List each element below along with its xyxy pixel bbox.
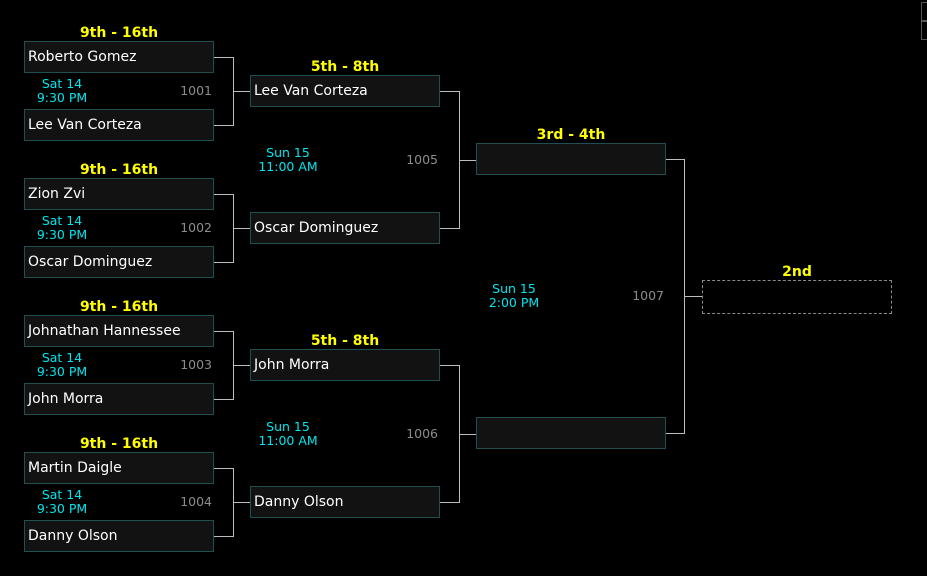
game-number: 1005 [406, 151, 438, 167]
player-slot[interactable]: Lee Van Corteza [24, 109, 214, 141]
connector-line [233, 228, 250, 229]
connector-line [666, 433, 684, 434]
match-day: Sun 15 [492, 281, 536, 296]
player-slot[interactable] [476, 417, 666, 449]
game-number: 1006 [406, 425, 438, 441]
connector-line [214, 194, 233, 195]
connector-line [214, 468, 233, 469]
player-slot[interactable]: John Morra [250, 349, 440, 381]
round-label: 5th - 8th [310, 333, 380, 349]
player-slot[interactable]: Zion Zvi [24, 178, 214, 210]
connector-line [214, 262, 233, 263]
final-label: 2nd [782, 264, 812, 280]
round-label: 9th - 16th [79, 162, 159, 178]
connector-line [440, 228, 459, 229]
match-day: Sat 14 [41, 487, 83, 502]
player-slot[interactable]: Danny Olson [250, 486, 440, 518]
game-number: 1001 [180, 83, 212, 98]
player-slot[interactable] [476, 143, 666, 175]
game-number: 1007 [632, 288, 664, 303]
round-label: 3rd - 4th [536, 127, 606, 143]
connector-line [214, 125, 233, 126]
game-number: 1002 [180, 220, 212, 235]
player-slot[interactable]: Johnathan Hannessee [24, 315, 214, 347]
game-number: 1004 [180, 494, 212, 509]
connector-line [214, 331, 233, 332]
match-day: Sat 14 [41, 350, 83, 365]
connector-line [233, 91, 250, 92]
connector-line [214, 57, 233, 58]
connector-line [440, 502, 459, 503]
connector-line [459, 433, 476, 435]
connector-line [440, 365, 459, 366]
connector-line [666, 159, 684, 160]
round-label: 9th - 16th [79, 299, 159, 315]
connector-line [233, 502, 250, 503]
connector-line [233, 365, 250, 366]
player-slot[interactable]: Oscar Dominguez [24, 246, 214, 278]
connector-line [214, 536, 233, 537]
player-slot[interactable]: John Morra [24, 383, 214, 415]
round-label: 9th - 16th [79, 25, 159, 41]
round-label: 9th - 16th [79, 436, 159, 452]
window-control-top[interactable] [921, 2, 927, 21]
match-time: 9:30 PM [36, 227, 88, 242]
match-time: 9:30 PM [36, 90, 88, 105]
match-time: 9:30 PM [36, 501, 88, 516]
player-slot[interactable]: Roberto Gomez [24, 41, 214, 73]
final-slot[interactable] [702, 280, 892, 314]
connector-line [459, 159, 476, 161]
match-time: 11:00 AM [258, 158, 318, 174]
match-time: 9:30 PM [36, 364, 88, 379]
match-day: Sat 14 [41, 76, 83, 91]
match-day: Sat 14 [41, 213, 83, 228]
window-control-bottom[interactable] [921, 21, 927, 40]
round-label: 5th - 8th [310, 59, 380, 75]
player-slot[interactable]: Oscar Dominguez [250, 212, 440, 244]
match-time: 2:00 PM [488, 295, 540, 310]
match-day: Sun 15 [266, 144, 310, 160]
connector-line [214, 399, 233, 400]
player-slot[interactable]: Martin Daigle [24, 452, 214, 484]
connector-line [440, 91, 459, 92]
connector-line [684, 296, 702, 297]
game-number: 1003 [180, 357, 212, 372]
player-slot[interactable]: Danny Olson [24, 520, 214, 552]
player-slot[interactable]: Lee Van Corteza [250, 75, 440, 107]
match-time: 11:00 AM [258, 432, 318, 448]
match-day: Sun 15 [266, 418, 310, 434]
